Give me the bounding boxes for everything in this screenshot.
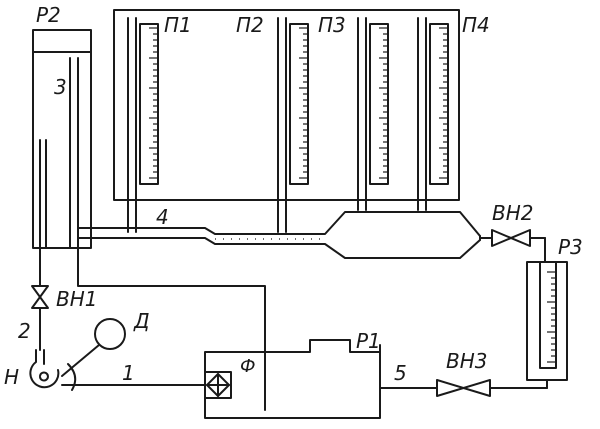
label-p3: П3 [318, 13, 346, 37]
manometer-p2 [277, 17, 309, 233]
label-vn3: ВН3 [446, 349, 487, 373]
outlet-line [479, 237, 546, 263]
label-vn1: ВН1 [56, 287, 97, 311]
label-4: 4 [156, 205, 169, 229]
label-n: Н [4, 365, 19, 389]
valve-vn1[interactable] [31, 285, 49, 309]
receiver-r2 [32, 29, 92, 249]
valve-vn3[interactable] [436, 379, 491, 397]
rotameter-r3 [526, 261, 568, 389]
manometer-p3 [357, 17, 389, 211]
label-p1: П1 [164, 13, 192, 37]
label-f: Ф [240, 356, 256, 377]
label-3: 3 [54, 75, 67, 99]
label-p4: П4 [462, 13, 490, 37]
label-r2: Р2 [36, 3, 61, 27]
motor-d [61, 318, 126, 391]
manometer-p1 [127, 17, 159, 233]
label-5: 5 [394, 361, 407, 385]
receiver-to-filter-line [77, 247, 266, 411]
label-vn2: ВН2 [492, 201, 533, 225]
label-r3: Р3 [558, 235, 583, 259]
label-r1: Р1 [356, 329, 381, 353]
label-1: 1 [122, 361, 135, 385]
filter-f [204, 371, 232, 399]
pump-n[interactable] [29, 349, 60, 389]
reservoir-r1 [204, 339, 381, 419]
label-p2: П2 [236, 13, 264, 37]
manometer-p4 [417, 17, 449, 211]
label-2: 2 [18, 319, 31, 343]
valve-vn2[interactable] [491, 229, 531, 247]
label-d: Д [133, 309, 150, 333]
labels: Р2 П1 П2 П3 П4 3 4 ВН2 Р3 ВН1 2 Д Р1 Н 1… [4, 3, 583, 389]
